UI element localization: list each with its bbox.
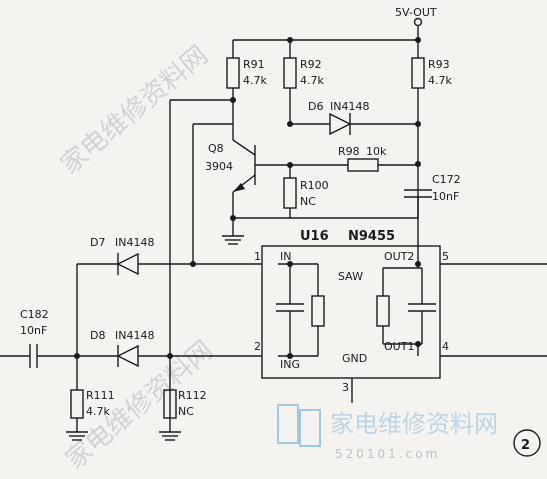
r98-designator: R98	[338, 145, 360, 158]
r112-designator: R112	[178, 389, 207, 402]
supply-label: 5V-OUT	[395, 6, 437, 19]
pin-name-gnd: GND	[342, 352, 367, 365]
diode-d8	[77, 344, 173, 368]
d7-value: IN4148	[115, 236, 154, 249]
resistor-r91	[226, 40, 240, 140]
capacitor-c182	[0, 264, 80, 390]
d8-designator: D8	[90, 329, 105, 342]
junction-dot	[190, 261, 196, 267]
ic-u16	[170, 245, 547, 403]
r100-value: NC	[300, 195, 316, 208]
diode-d7	[77, 252, 196, 276]
resistor-r98	[290, 158, 418, 172]
logo-text: 家电维修资料网	[330, 410, 498, 438]
ground-symbol-q8	[222, 230, 244, 245]
feedback-wiring	[169, 99, 233, 418]
junction-dot	[230, 215, 236, 221]
junction-dot	[167, 353, 173, 359]
ic-pin-labels: 1 IN SAW OUT2 5 2 ING GND OUT1 4 3	[254, 250, 449, 394]
component-labels: 5V-OUT R91 4.7k R92 4.7k R93 4.7k D6 IN4…	[20, 6, 461, 418]
d6-designator: D6	[308, 100, 323, 113]
resistor-r112	[159, 389, 181, 441]
r91-designator: R91	[243, 58, 265, 71]
pin-number-1: 1	[254, 250, 261, 263]
logo-book-icon	[277, 404, 299, 444]
r92-designator: R92	[300, 58, 322, 71]
figure-number: 2	[521, 438, 530, 453]
c172-designator: C172	[432, 173, 461, 186]
logo-url: 520101.com	[335, 447, 440, 461]
c172-value: 10nF	[432, 190, 459, 203]
pin-name-saw: SAW	[338, 270, 363, 283]
c182-designator: C182	[20, 308, 49, 321]
top-rail-wiring	[233, 17, 423, 43]
d7-designator: D7	[90, 236, 105, 249]
r98-value: 10k	[366, 145, 387, 158]
junction-dot	[415, 161, 421, 167]
resistor-r92	[283, 40, 297, 124]
capacitor-c172	[290, 189, 432, 219]
pin-name-out1: OUT1	[384, 340, 414, 353]
r92-value: 4.7k	[300, 74, 324, 87]
watermark-group: 家电维修资料网 家电维修资料网	[55, 40, 219, 475]
pin-number-5: 5	[442, 250, 449, 263]
pin-number-4: 4	[442, 340, 449, 353]
resistor-r111	[66, 389, 88, 441]
pin-number-2: 2	[254, 340, 261, 353]
pin-name-out2: OUT2	[384, 250, 414, 263]
resistor-r93	[411, 40, 425, 258]
r100-designator: R100	[300, 179, 329, 192]
watermark-text-upper: 家电维修资料网	[55, 40, 214, 180]
d8-value: IN4148	[115, 329, 154, 342]
r93-designator: R93	[428, 58, 450, 71]
site-logo: 家电维修资料网 520101.com 2	[277, 404, 541, 461]
junction-dot	[74, 353, 80, 359]
c182-value: 10nF	[20, 324, 47, 337]
figure-number-circle	[513, 429, 541, 457]
r111-designator: R111	[86, 389, 115, 402]
d6-value: IN4148	[330, 100, 369, 113]
diode-d6	[287, 112, 418, 136]
r91-value: 4.7k	[243, 74, 267, 87]
q8-value: 3904	[205, 160, 233, 173]
pin-number-3: 3	[342, 381, 349, 394]
u16-value: N9455	[348, 229, 395, 244]
r112-value: NC	[178, 405, 194, 418]
supply-terminal	[413, 17, 423, 27]
junction-dot	[287, 261, 293, 267]
r111-value: 4.7k	[86, 405, 110, 418]
junction-dot	[287, 353, 293, 359]
u16-designator: U16	[300, 229, 329, 244]
pin-name-in: IN	[280, 250, 291, 263]
resistor-r100	[283, 165, 297, 218]
junction-dot	[287, 121, 293, 127]
junction-dot	[415, 261, 421, 267]
r93-value: 4.7k	[428, 74, 452, 87]
pin-name-ing: ING	[280, 358, 300, 371]
q8-designator: Q8	[208, 142, 224, 155]
